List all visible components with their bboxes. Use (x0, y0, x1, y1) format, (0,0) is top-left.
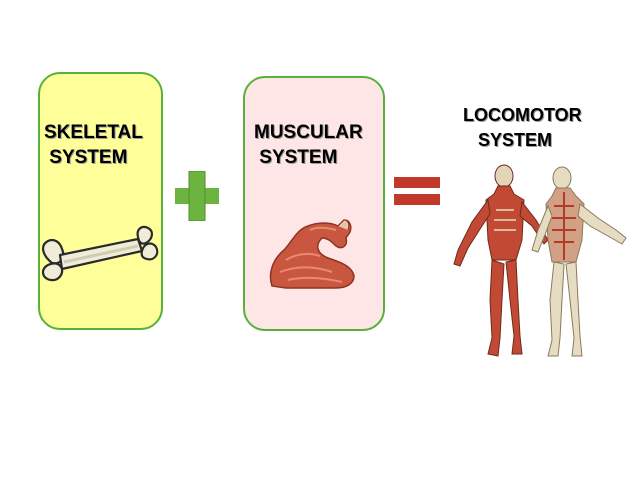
bone-icon (41, 225, 159, 282)
muscle-skeleton-figures-icon (453, 164, 627, 357)
muscular-system-panel (243, 76, 385, 331)
locomotor-system-label: LOCOMOTOR SYSTEM (463, 105, 582, 150)
muscular-system-label: MUSCULAR SYSTEM (254, 122, 363, 168)
skeletal-system-label: SKELETAL SYSTEM (44, 122, 143, 168)
plus-icon (175, 171, 219, 221)
equals-icon (394, 177, 440, 205)
skeletal-system-panel (38, 72, 163, 330)
flexed-arm-muscle-icon (269, 219, 355, 289)
